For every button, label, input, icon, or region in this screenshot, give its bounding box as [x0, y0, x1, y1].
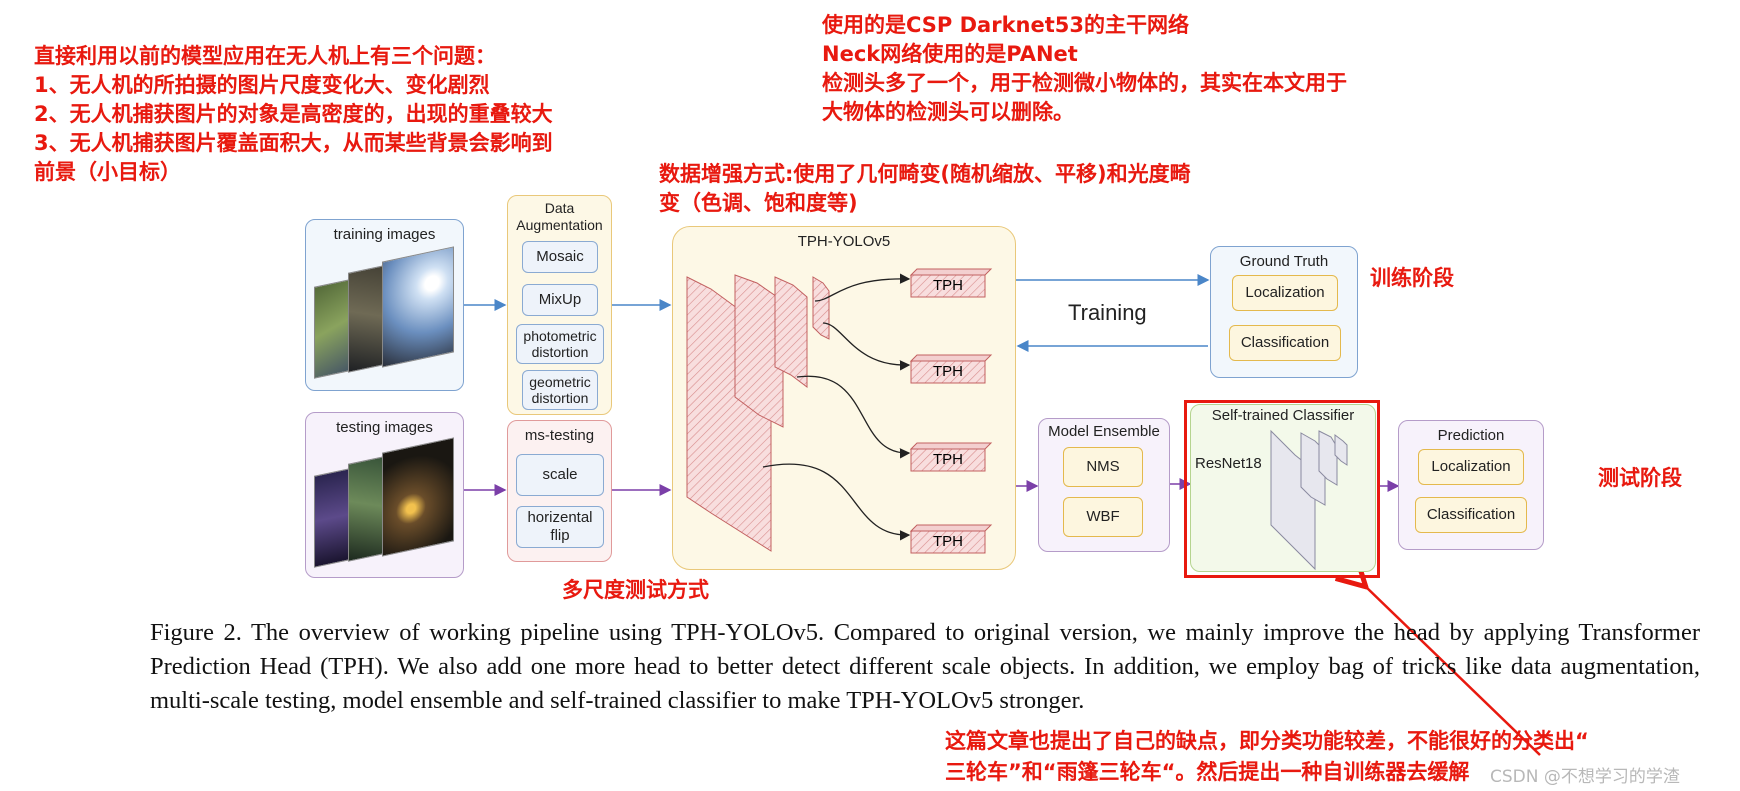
aug-item-mosaic: Mosaic [522, 241, 598, 273]
figure-caption: Figure 2. The overview of working pipeli… [150, 619, 1700, 714]
ground-truth-title: Ground Truth [1239, 253, 1329, 270]
data-augmentation-title: Data Augmentation [508, 200, 611, 234]
tph-yolov5-title: TPH-YOLOv5 [797, 233, 891, 250]
data-augmentation-title-line: Data [544, 200, 575, 216]
backbone-line: Neck网络使用的是PANet [822, 42, 1078, 66]
pred-localization: Localization [1418, 449, 1524, 485]
head-connector [762, 463, 911, 541]
problems-note: 直接利用以前的模型应用在无人机上有三个问题： 1、无人机的所拍摄的图片尺度变化大… [34, 42, 553, 187]
resnet-layer-3 [1318, 430, 1338, 486]
tph-head-4 [909, 524, 993, 554]
head-connector [814, 273, 911, 302]
backbone-layer-3 [774, 276, 808, 388]
testing-images-title: testing images [336, 419, 433, 436]
classifier-backbone-label: ResNet18 [1195, 455, 1262, 472]
red-callout-arrow [1364, 585, 1541, 756]
weakness-line: 三轮车”和“雨篷三轮车“。然后提出一种自训练器去缓解 [945, 760, 1470, 784]
training-photo-stack [314, 246, 460, 388]
testing-photo-stack [314, 437, 460, 575]
tph-yolov5-box: TPH-YOLOv5 TPH TPH TPH TPH [672, 226, 1016, 570]
problems-line: 前景（小目标） [34, 160, 181, 184]
watermark: CSDN @不想学习的学渣 [1490, 767, 1680, 787]
aug-item-geometric: geometric distortion [522, 370, 598, 410]
testing-images-box: testing images [305, 412, 464, 578]
testing-photo-front [382, 437, 454, 557]
ms-item-flip: horizental flip [516, 506, 604, 548]
augmentation-line: 数据增强方式:使用了几何畸变(随机缩放、平移)和光度畸 [659, 162, 1191, 186]
tph-head-2 [909, 354, 993, 384]
aug-item-photometric: photometric distortion [516, 324, 604, 364]
resnet-layer-4 [1334, 434, 1348, 466]
ms-test-note: 多尺度测试方式 [562, 578, 709, 602]
tph-head-3 [909, 442, 993, 472]
test-stage-note: 测试阶段 [1598, 466, 1682, 490]
backbone-layer-2 [734, 274, 784, 428]
pred-classification: Classification [1415, 497, 1527, 533]
classifier-highlight-frame [1184, 400, 1380, 578]
gt-classification: Classification [1229, 325, 1341, 361]
problems-line: 2、无人机捕获图片的对象是高密度的，出现的重叠较大 [34, 102, 553, 126]
augmentation-note: 数据增强方式:使用了几何畸变(随机缩放、平移)和光度畸 变（色调、饱和度等) [659, 160, 1191, 218]
aug-item-mixup: MixUp [522, 284, 598, 316]
gt-localization: Localization [1232, 275, 1338, 311]
head-connector [822, 322, 911, 371]
ground-truth-box: Ground Truth Localization Classification [1210, 246, 1358, 378]
tph-head-1 [909, 268, 993, 298]
ms-item-scale: scale [516, 454, 604, 496]
tph-yolov5-network [686, 268, 993, 554]
backbone-note: 使用的是CSP Darknet53的主干网络 Neck网络使用的是PANet 检… [822, 11, 1347, 127]
data-augmentation-box: Data Augmentation Mosaic MixUp photometr… [507, 195, 612, 415]
ms-testing-title: ms-testing [524, 427, 595, 444]
self-trained-classifier-box: Self-trained Classifier ResNet18 [1190, 404, 1376, 572]
tph-head-label: TPH [933, 451, 963, 468]
problems-line: 1、无人机的所拍摄的图片尺度变化大、变化剧烈 [34, 73, 490, 97]
prediction-box: Prediction Localization Classification [1398, 420, 1544, 550]
resnet-network [1270, 429, 1348, 571]
training-images-box: training images [305, 219, 464, 391]
backbone-line: 大物体的检测头可以删除。 [822, 100, 1074, 124]
training-label: Training [1068, 300, 1147, 325]
backbone-line: 检测头多了一个，用于检测微小物体的，其实在本文用于 [822, 71, 1347, 95]
problems-line: 直接利用以前的模型应用在无人机上有三个问题： [34, 44, 496, 68]
ensemble-wbf: WBF [1063, 497, 1143, 537]
weakness-line: 这篇文章也提出了自己的缺点，即分类功能较差，不能很好的分类出“ [945, 729, 1589, 753]
prediction-title: Prediction [1437, 427, 1505, 444]
model-ensemble-title: Model Ensemble [1048, 423, 1160, 440]
training-photo-front [382, 246, 454, 368]
ms-testing-box: ms-testing scale horizental flip [507, 420, 612, 562]
classifier-title: Self-trained Classifier [1211, 407, 1355, 424]
head-connector [796, 375, 911, 459]
model-ensemble-box: Model Ensemble NMS WBF [1038, 418, 1170, 552]
data-augmentation-title-line: Augmentation [516, 217, 603, 233]
backbone-layer-4 [812, 276, 830, 340]
problems-line: 3、无人机捕获图片覆盖面积大，从而某些背景会影响到 [34, 131, 553, 155]
tph-head-label: TPH [933, 277, 963, 294]
ensemble-nms: NMS [1063, 447, 1143, 487]
tph-head-label: TPH [933, 533, 963, 550]
backbone-line: 使用的是CSP Darknet53的主干网络 [822, 13, 1190, 37]
training-images-title: training images [333, 226, 436, 243]
augmentation-line: 变（色调、饱和度等) [659, 191, 858, 215]
tph-head-label: TPH [933, 363, 963, 380]
train-stage-note: 训练阶段 [1370, 266, 1454, 290]
weakness-note: 这篇文章也提出了自己的缺点，即分类功能较差，不能很好的分类出“ 三轮车”和“雨篷… [945, 726, 1589, 788]
